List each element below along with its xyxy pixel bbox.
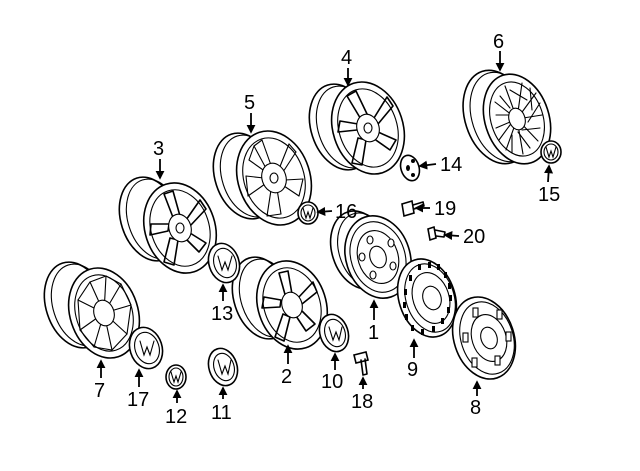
callout-arrows <box>96 51 554 403</box>
wheel-cover-9 <box>396 258 458 338</box>
callout-7: 7 <box>94 380 105 402</box>
wheel-5 <box>212 130 313 226</box>
callout-11: 11 <box>211 402 232 424</box>
wheel-4 <box>308 81 406 175</box>
callout-8: 8 <box>470 397 481 419</box>
emblem-15 <box>540 140 562 164</box>
callout-6: 6 <box>493 31 504 53</box>
callout-13: 13 <box>211 303 233 325</box>
center-cap-17 <box>128 326 164 370</box>
wheel-1 <box>329 210 412 299</box>
callout-14: 14 <box>440 154 462 176</box>
callout-12: 12 <box>165 406 187 428</box>
callout-15: 15 <box>538 184 560 206</box>
callout-3: 3 <box>153 138 164 160</box>
callout-4: 4 <box>341 47 352 69</box>
callout-labels: 1 2 3 4 5 6 7 8 9 10 11 12 13 14 15 16 1… <box>94 31 560 428</box>
center-cap-11 <box>207 347 239 387</box>
center-cap-10 <box>318 313 350 353</box>
callout-1: 1 <box>368 322 379 344</box>
wheel-3 <box>118 176 217 274</box>
emblem-16 <box>297 201 319 225</box>
lug-bolt-18 <box>353 351 369 376</box>
center-cap-14 <box>399 154 421 182</box>
wheel-cover-8 <box>451 296 517 380</box>
callout-9: 9 <box>407 359 418 381</box>
callout-20: 20 <box>463 226 485 248</box>
callout-16: 16 <box>335 201 357 223</box>
callout-19: 19 <box>434 198 456 220</box>
wheel-6 <box>462 69 552 165</box>
valve-stem-20 <box>427 225 446 242</box>
callout-10: 10 <box>321 371 343 393</box>
callout-18: 18 <box>351 391 373 413</box>
wheel-7 <box>43 261 141 359</box>
callout-2: 2 <box>281 366 292 388</box>
callout-17: 17 <box>127 389 149 411</box>
center-cap-13 <box>207 242 241 284</box>
callout-5: 5 <box>244 92 255 114</box>
emblem-12 <box>165 364 187 390</box>
wheel-2 <box>231 256 328 350</box>
